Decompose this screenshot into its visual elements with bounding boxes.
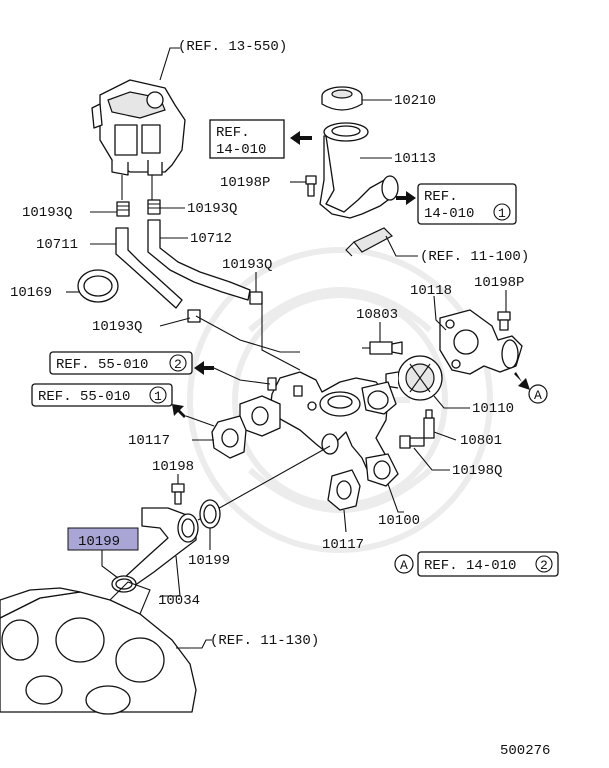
o-ring-10199[interactable] [199,499,221,529]
part-10199-highlight-label: 10199 [78,534,120,550]
marker-A-label: A [534,388,542,403]
part-10169-label: 10169 [10,285,52,301]
part-10199-label: 10199 [188,553,230,569]
ref-55-010-1-num: 1 [154,389,162,404]
part-10801-label: 10801 [460,433,502,449]
ref-14-010-left-line1: REF. [216,125,250,141]
temp-sensor-10801[interactable] [423,409,435,439]
part-10117-left-label: 10117 [128,433,170,449]
bolt-10198P-right[interactable] [497,311,511,331]
part-10711-label: 10711 [36,237,78,253]
ref-55-010-2-num: 2 [174,357,182,372]
thermostat-10110[interactable] [385,355,443,401]
hose-clamp-10169[interactable] [77,269,119,303]
hose-clip-low[interactable] [187,309,201,323]
throttle-body-assembly[interactable] [91,79,186,176]
gasket-10117-bottom[interactable] [327,469,361,511]
circled-number-icon [535,555,553,573]
ref-14-010-2-marker: A [400,558,408,573]
water-pipe-housing-10100[interactable] [239,371,399,487]
water-inlet-fitting-10118[interactable] [439,309,523,375]
ref-55-010-1-box[interactable] [31,383,173,407]
ref-14-010-2-box[interactable] [417,551,559,577]
temp-sensor-10803[interactable] [362,341,403,355]
part-10210-label: 10210 [394,93,436,109]
water-hose-10711[interactable] [115,227,183,309]
part-10100-label: 10100 [378,513,420,529]
arrow-left-icon [290,131,312,145]
arrow-left-icon [194,361,214,375]
circled-number-icon [149,386,167,404]
bolt-10198P-top[interactable] [305,175,317,197]
ref-13-550-label: (REF. 13-550) [178,39,287,55]
bolt-10198[interactable] [171,483,185,505]
ref-55-010-2-box[interactable] [49,351,193,375]
water-hose-10712[interactable] [147,219,251,301]
circled-number-icon [493,203,511,221]
part-10034-label: 10034 [158,593,200,609]
part-10193Q-right-label: 10193Q [222,257,272,273]
part-10110-label: 10110 [472,401,514,417]
water-pipe-10034[interactable] [123,507,199,587]
hose-clip-right[interactable] [249,291,263,305]
part-10193Q-low-label: 10193Q [92,319,142,335]
ref-11-130-label: (REF. 11-130) [210,633,319,649]
part-10193Q-left-label: 10193Q [22,205,72,221]
cylinder-head-block[interactable] [0,581,197,715]
ref-14-010-2-label: REF. 14-010 [424,558,516,574]
ref-55-010-1-label: REF. 55-010 [38,389,130,405]
ref-55-010-2-label: REF. 55-010 [56,357,148,373]
water-outlet-fitting-10113[interactable] [319,122,399,219]
part-10803-label: 10803 [356,307,398,323]
part-10199-highlight[interactable] [67,527,139,551]
ref-14-010-left-line2: 14-010 [216,142,266,158]
radiator-cap-10210[interactable] [321,86,363,111]
part-10118-label: 10118 [410,283,452,299]
hose-clip-upper-left[interactable] [116,201,130,217]
ref-14-010-2-num: 2 [540,558,548,573]
circled-number-icon [169,354,187,372]
ref-14-010-1-line1: REF. [424,189,458,205]
bolt-10198Q[interactable] [399,435,425,449]
hose-clip-upper-mid[interactable] [147,199,161,215]
sealant-tube[interactable] [345,227,393,257]
ref-14-010-1-num: 1 [498,206,506,221]
part-10198P-top-label: 10198P [220,175,270,191]
part-10113-label: 10113 [394,151,436,167]
part-10198-label: 10198 [152,459,194,475]
gasket-10117-left[interactable] [211,415,247,459]
part-10712-label: 10712 [190,231,232,247]
arrow-right-icon [396,191,416,205]
part-10198P-right-label: 10198P [474,275,524,291]
part-10193Q-mid-label: 10193Q [187,201,237,217]
arrow-up-left-icon [172,404,186,418]
marker-A-circle [528,384,548,404]
diagram-id: 500276 [500,743,550,759]
part-10198Q-label: 10198Q [452,463,502,479]
arrow-down-right-icon [514,372,530,390]
marker-A-circle-ref [394,554,414,574]
ref-14-010-1-line2: 14-010 [424,206,474,222]
ref-11-100-label: (REF. 11-100) [420,249,529,265]
part-10117-bottom-label: 10117 [322,537,364,553]
ref-14-010-box-1[interactable] [417,183,517,225]
ref-14-010-box-left[interactable] [209,119,285,159]
